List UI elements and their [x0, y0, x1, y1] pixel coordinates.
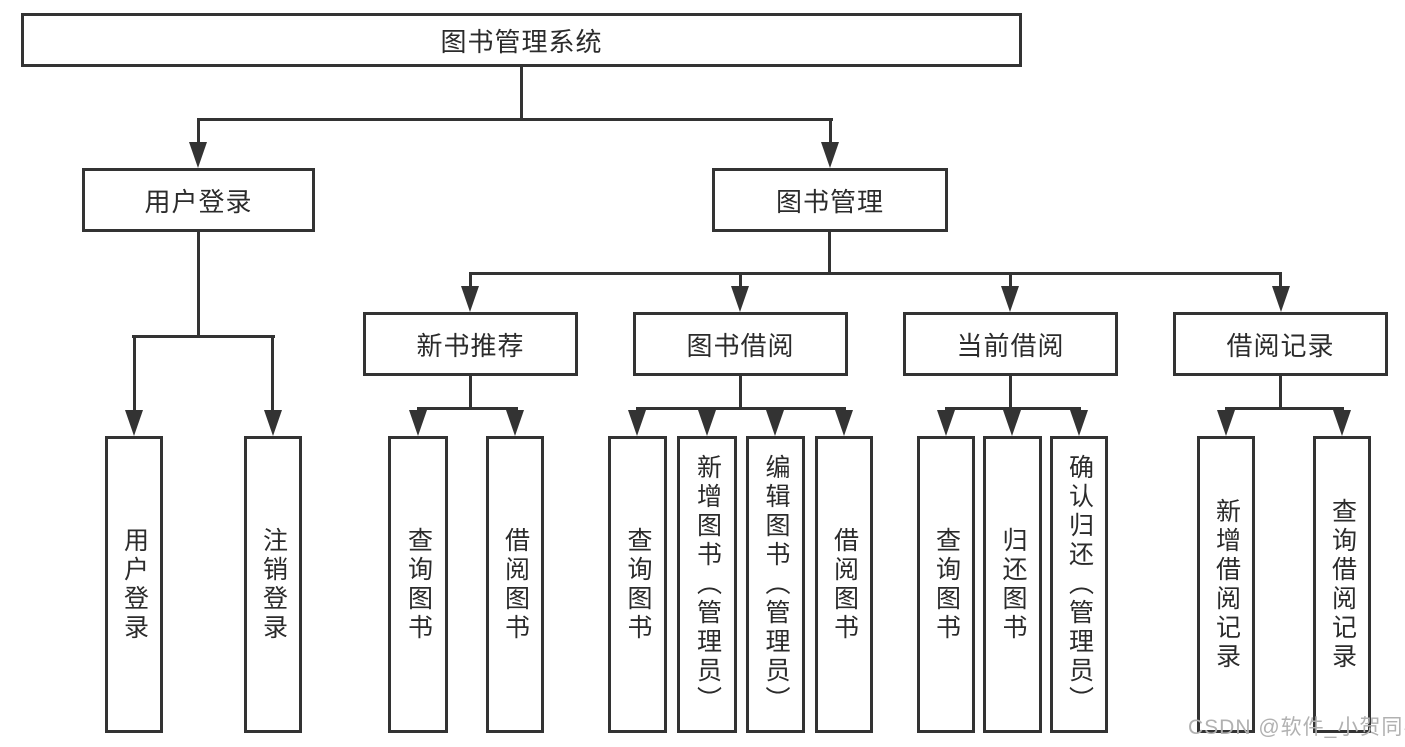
connector-book-management-branch	[469, 272, 1282, 275]
arrowhead-user-login	[189, 142, 207, 168]
leaf-borrow-query-books: 查询图书	[608, 436, 667, 733]
connector-recommend-trunk	[469, 376, 472, 409]
connector-drop-leaf-user-login	[133, 335, 136, 413]
node-user-login-label: 用户登录	[144, 186, 253, 217]
arrowhead-current-confirm-return	[1070, 410, 1088, 436]
connector-current-branch	[945, 407, 1081, 410]
arrowhead-borrow-edit-books	[766, 410, 784, 436]
leaf-recommend-query-books-label: 查询图书	[404, 526, 433, 643]
connector-drop-new-book-recommend	[469, 272, 472, 289]
connector-drop-user-login	[197, 118, 200, 148]
arrowhead-current-borrow	[1001, 286, 1019, 312]
leaf-records-query-record: 查询借阅记录	[1313, 436, 1371, 733]
arrowhead-leaf-user-login	[125, 410, 143, 436]
connector-drop-book-borrow	[739, 272, 742, 289]
leaf-borrow-edit-books-admin: 编辑图书（管理员）	[746, 436, 805, 733]
node-current-borrow-label: 当前借阅	[956, 330, 1065, 361]
leaf-borrow-query-books-label: 查询图书	[624, 526, 652, 643]
arrowhead-recommend-borrow-books	[506, 410, 524, 436]
arrowhead-recommend-query-books	[409, 410, 427, 436]
leaf-recommend-query-books: 查询图书	[388, 436, 448, 733]
leaf-user-login: 用户登录	[105, 436, 163, 733]
arrowhead-book-management	[821, 142, 839, 168]
arrowhead-leaf-logout	[264, 410, 282, 436]
leaf-current-confirm-return-admin-label: 确认归还（管理员）	[1065, 454, 1094, 715]
connector-current-trunk	[1009, 376, 1012, 409]
connector-drop-borrow-records	[1279, 272, 1282, 289]
leaf-current-confirm-return-admin: 确认归还（管理员）	[1050, 436, 1108, 733]
connector-borrow-trunk	[739, 376, 742, 409]
arrowhead-borrow-records	[1272, 286, 1290, 312]
leaf-recommend-borrow-books: 借阅图书	[486, 436, 544, 733]
node-current-borrow: 当前借阅	[903, 312, 1118, 376]
arrowhead-current-query-books	[937, 410, 955, 436]
arrowhead-book-borrow	[731, 286, 749, 312]
node-user-login: 用户登录	[82, 168, 315, 232]
leaf-borrow-add-books-admin-label: 新增图书（管理员）	[693, 454, 722, 715]
node-new-book-recommend: 新书推荐	[363, 312, 578, 376]
leaf-borrow-borrow-books-label: 借阅图书	[830, 526, 859, 643]
connector-recommend-branch	[417, 407, 518, 410]
csdn-watermark: CSDN @软件_小贺同学	[1188, 716, 1405, 739]
leaf-records-query-record-label: 查询借阅记录	[1328, 497, 1357, 672]
leaf-borrow-edit-books-admin-label: 编辑图书（管理员）	[762, 454, 790, 715]
node-borrow-records: 借阅记录	[1173, 312, 1388, 376]
connector-drop-leaf-logout	[271, 335, 274, 413]
node-book-management: 图书管理	[712, 168, 948, 232]
arrowhead-borrow-query-books	[628, 410, 646, 436]
connector-borrow-branch	[636, 407, 846, 410]
arrowhead-records-query-record	[1333, 410, 1351, 436]
leaf-records-add-record-label: 新增借阅记录	[1212, 497, 1241, 672]
leaf-current-return-books-label: 归还图书	[999, 526, 1027, 643]
leaf-current-query-books-label: 查询图书	[932, 526, 961, 643]
node-new-book-recommend-label: 新书推荐	[416, 330, 525, 361]
leaf-current-return-books: 归还图书	[983, 436, 1042, 733]
leaf-borrow-borrow-books: 借阅图书	[815, 436, 873, 733]
leaf-records-add-record: 新增借阅记录	[1197, 436, 1255, 733]
leaf-borrow-add-books-admin: 新增图书（管理员）	[677, 436, 737, 733]
arrowhead-borrow-borrow-books	[835, 410, 853, 436]
connector-root-branch	[197, 118, 833, 121]
connector-drop-book-management	[829, 118, 832, 148]
connector-drop-current-borrow	[1009, 272, 1012, 289]
node-book-borrow: 图书借阅	[633, 312, 848, 376]
connector-user-login-trunk	[197, 232, 200, 336]
node-book-management-label: 图书管理	[775, 186, 884, 217]
node-root-label: 图书管理系统	[440, 26, 603, 57]
leaf-current-query-books: 查询图书	[917, 436, 975, 733]
leaf-logout-label: 注销登录	[259, 526, 288, 643]
arrowhead-current-return-books	[1003, 410, 1021, 436]
connector-user-login-branch	[132, 335, 275, 338]
node-borrow-records-label: 借阅记录	[1226, 330, 1335, 361]
node-book-borrow-label: 图书借阅	[686, 330, 795, 361]
leaf-recommend-borrow-books-label: 借阅图书	[501, 526, 530, 643]
leaf-user-login-label: 用户登录	[120, 526, 149, 643]
arrowhead-borrow-add-books	[698, 410, 716, 436]
node-root: 图书管理系统	[21, 13, 1022, 67]
arrowhead-new-book-recommend	[461, 286, 479, 312]
connector-root-trunk	[520, 67, 523, 120]
leaf-logout: 注销登录	[244, 436, 302, 733]
connector-book-management-trunk	[828, 232, 831, 274]
arrowhead-records-add-record	[1217, 410, 1235, 436]
connector-records-trunk	[1279, 376, 1282, 409]
connector-records-branch	[1225, 407, 1344, 410]
